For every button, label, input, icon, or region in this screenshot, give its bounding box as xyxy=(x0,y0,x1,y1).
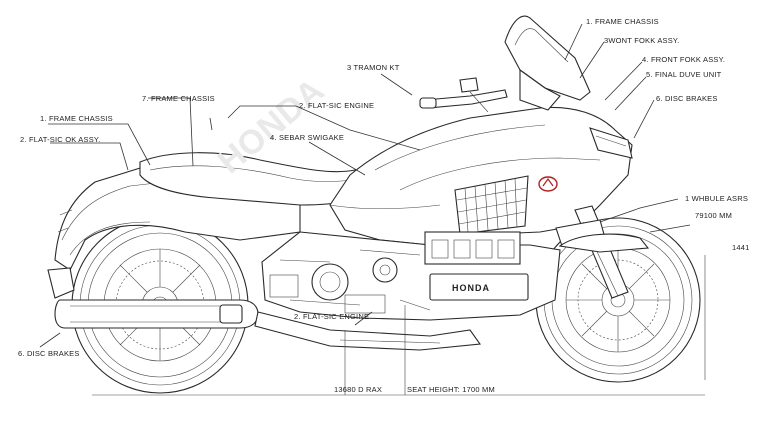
label-tail-value: 1441 xyxy=(732,243,750,252)
label-length-value: 13680 D RAX xyxy=(334,385,382,394)
label-front-fork-assy-b: 4. FRONT FOKK ASSY. xyxy=(642,55,725,64)
label-flat-six-lower: 2. FLAT-SIC ENGINE xyxy=(294,312,369,321)
handlebar xyxy=(419,77,508,113)
front-fork xyxy=(555,205,650,299)
label-front-fork-assy-a: 3WONT FOKK ASSY. xyxy=(604,36,679,45)
label-frame-chassis-mid: 7. FRAME CHASSIS xyxy=(142,94,215,103)
label-seat-height: SEAT HEIGHT: 1700 MM xyxy=(407,385,495,394)
fairing xyxy=(329,106,633,246)
exhaust xyxy=(54,299,481,351)
label-flat-six-ok-assy: 2. FLAT-SIC OK ASSY. xyxy=(20,135,100,144)
brand-emblem xyxy=(538,176,558,192)
label-frame-chassis-left: 1. FRAME CHASSIS xyxy=(40,114,113,123)
label-disc-brakes-right: 6. DISC BRAKES xyxy=(656,94,718,103)
label-sear-swigake: 4. SEBAR SWIGAKE xyxy=(270,133,344,142)
leader-lines xyxy=(39,23,691,348)
label-wheelbase: 1 WHBULE ASRS xyxy=(685,194,748,203)
label-frame-chassis-top: 1. FRAME CHASSIS xyxy=(586,17,659,26)
label-disc-brakes-left: 6. DISC BRAKES xyxy=(18,349,80,358)
windshield xyxy=(504,15,591,111)
grille-mesh xyxy=(456,177,528,233)
engine: HONDA xyxy=(261,231,561,321)
label-tramon-kt: 3 TRAMON KT xyxy=(347,63,400,72)
label-wheelbase-value: 79100 MM xyxy=(695,211,732,220)
engine-badge-text: HONDA xyxy=(452,283,490,293)
label-final-drive-unit: 5. FINAL DUVE UNIT xyxy=(646,70,722,79)
labels: 1. FRAME CHASSIS 3WONT FOKK ASSY. 4. FRO… xyxy=(18,17,750,394)
dimension-lines xyxy=(92,255,706,396)
label-flat-six-engine: 2. FLAT-SIC ENGINE xyxy=(299,101,374,110)
